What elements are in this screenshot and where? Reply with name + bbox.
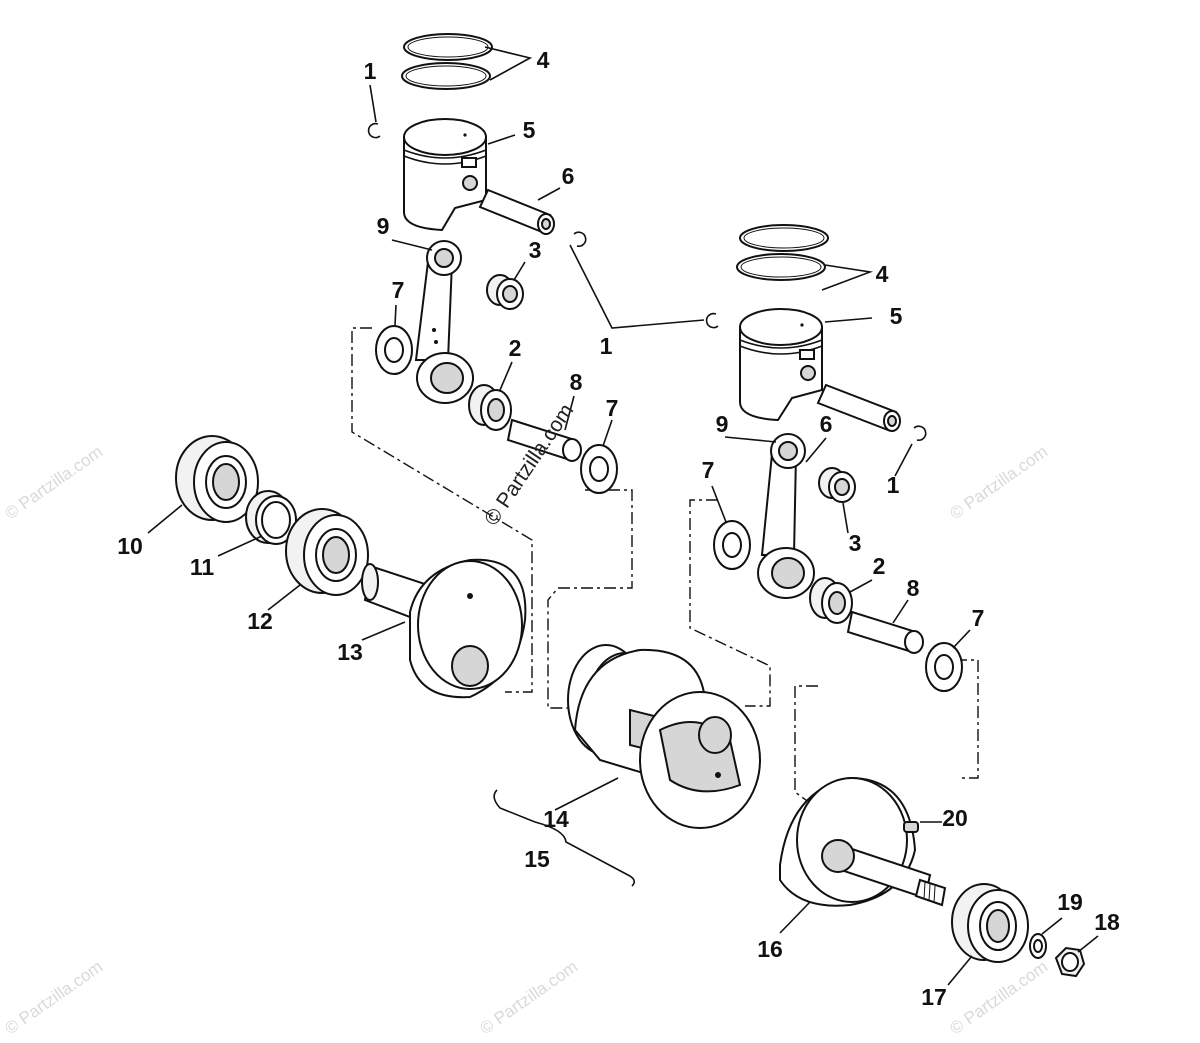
callout-3: 3: [529, 237, 542, 263]
crankshaft-left-half: [361, 558, 527, 699]
watermark-tile: © Partzilla.com: [1, 957, 106, 1038]
piston-left: [403, 118, 487, 232]
callout-11: 11: [190, 554, 215, 580]
bracket-15: [493, 789, 636, 887]
piston-rings-left: [401, 33, 493, 90]
circlip-left-bottom: [573, 231, 587, 247]
callouts: 1 4 5 6 9 3 7 2 8 7 1 4 5 9 6 1 7 3 2 8 …: [117, 47, 1120, 1010]
thrust-washer-left-b: [580, 444, 618, 494]
circlip-right-a: [705, 312, 719, 329]
callout-6: 6: [562, 163, 575, 189]
thrust-washer-right-b: [925, 642, 963, 692]
callout-14: 14: [543, 806, 569, 832]
callout-20: 20: [942, 805, 968, 831]
callout-10: 10: [117, 533, 143, 559]
crank-pin-left: [506, 418, 582, 462]
main-bearing-right: [951, 883, 1029, 963]
callout-8: 8: [907, 575, 920, 601]
washer-19: [1029, 933, 1047, 959]
callout-15: 15: [524, 846, 550, 872]
callout-2: 2: [873, 553, 886, 579]
big-end-bearing-left: [468, 384, 512, 431]
circlip-left-top: [367, 122, 381, 139]
callout-7: 7: [702, 457, 715, 483]
callout-5: 5: [523, 117, 536, 143]
callout-1: 1: [364, 58, 377, 84]
callout-12: 12: [247, 608, 273, 634]
main-bearing-left: [175, 435, 259, 523]
spacer-ring: [245, 490, 297, 545]
callout-2: 2: [509, 335, 522, 361]
main-bearing-left-inner: [285, 508, 369, 596]
thrust-washer-left-a: [375, 325, 413, 375]
callout-9: 9: [377, 213, 390, 239]
crankshaft-right-half: [779, 776, 947, 907]
connecting-rod-left: [414, 240, 474, 404]
callout-17: 17: [921, 984, 947, 1010]
callout-16: 16: [757, 936, 783, 962]
woodruff-key: [903, 821, 919, 833]
crankshaft-center: [567, 644, 761, 829]
small-end-bearing-left: [486, 274, 524, 310]
callout-7: 7: [606, 395, 619, 421]
big-end-bearing-right: [809, 577, 853, 624]
piston-right: [739, 308, 823, 422]
callout-4: 4: [537, 47, 550, 73]
thrust-washer-right-a: [713, 520, 751, 570]
callout-18: 18: [1094, 909, 1120, 935]
watermark-tile: © Partzilla.com: [476, 957, 581, 1038]
callout-7: 7: [972, 605, 985, 631]
callout-4: 4: [876, 261, 889, 287]
piston-pin-right: [816, 383, 901, 432]
nut-18: [1054, 946, 1086, 978]
piston-pin-left: [478, 188, 555, 235]
circlip-right-b: [913, 425, 927, 441]
connecting-rod-right: [757, 433, 815, 599]
callout-1: 1: [887, 472, 900, 498]
callout-6: 6: [820, 411, 833, 437]
callout-5: 5: [890, 303, 903, 329]
small-end-bearing-right: [818, 467, 856, 503]
callout-1: 1: [600, 333, 613, 359]
callout-9: 9: [716, 411, 729, 437]
piston-rings-right: [736, 224, 829, 281]
callout-3: 3: [849, 530, 862, 556]
watermark-tiles: © Partzilla.com © Partzilla.com © Partzi…: [1, 442, 1051, 1038]
callout-13: 13: [337, 639, 363, 665]
alignment-lines: [351, 244, 979, 819]
callout-8: 8: [570, 369, 583, 395]
crank-pin-right: [846, 610, 924, 654]
leader-lines: [147, 46, 1099, 986]
watermark-tile: © Partzilla.com: [946, 442, 1051, 523]
callout-7: 7: [392, 277, 405, 303]
watermark-tile: © Partzilla.com: [1, 442, 106, 523]
callout-19: 19: [1057, 889, 1083, 915]
